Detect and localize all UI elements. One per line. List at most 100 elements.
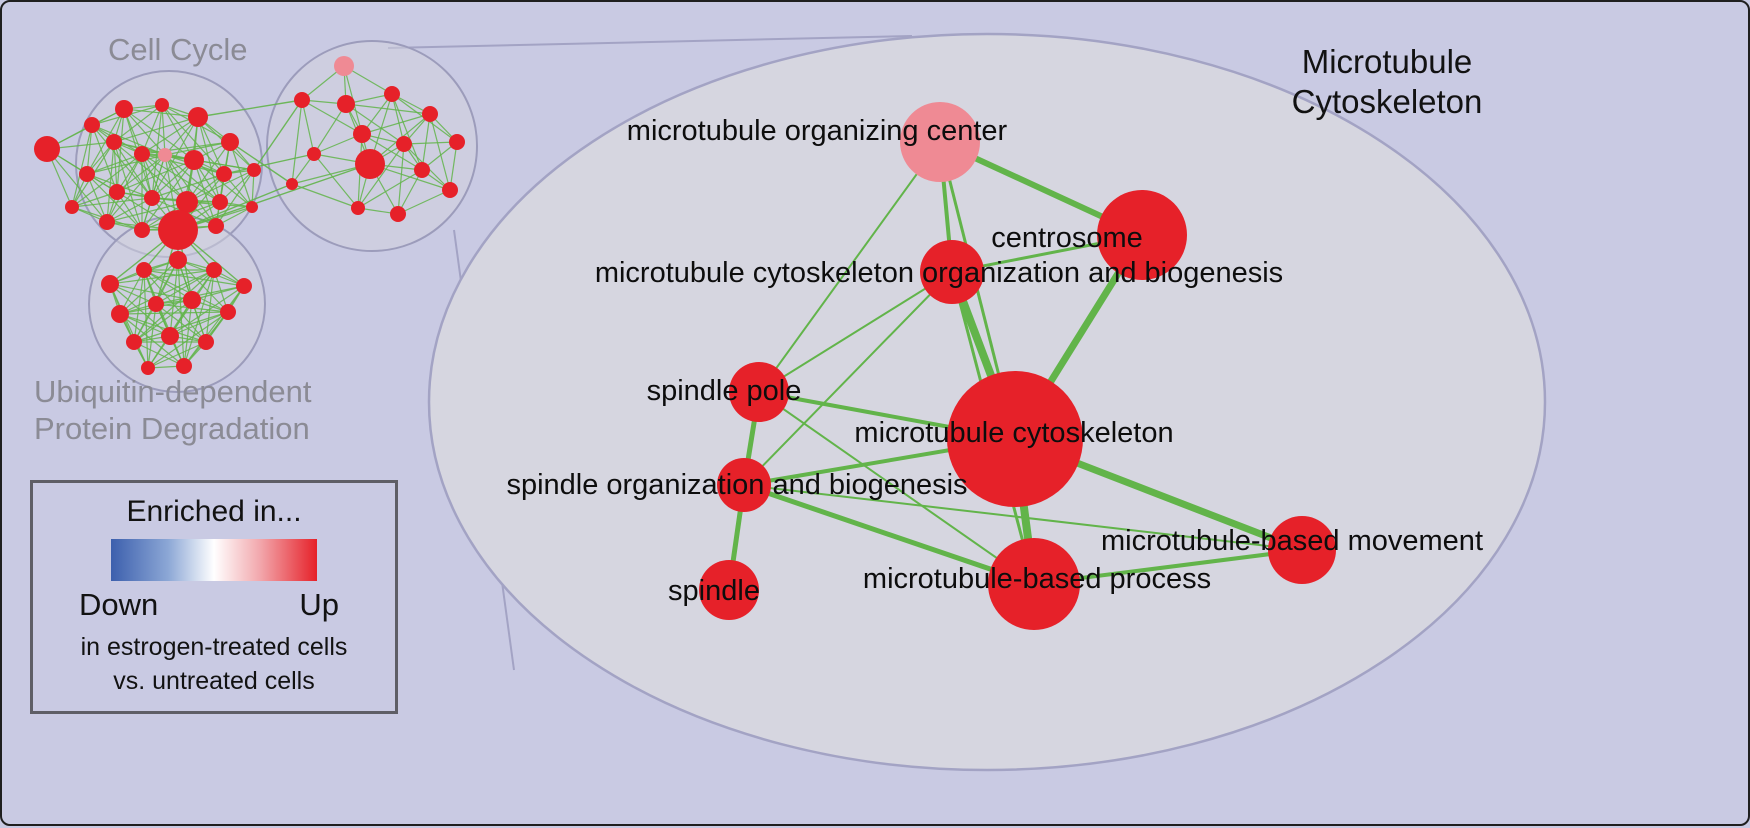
microtubule-label-line2: Cytoskeleton bbox=[1291, 83, 1483, 121]
overview-edge bbox=[71, 197, 153, 208]
node-microtubule-cytoskeleton-organization-and-biogenesis[interactable] bbox=[920, 240, 984, 304]
overview-node[interactable] bbox=[206, 262, 222, 278]
overview-node[interactable] bbox=[161, 327, 179, 345]
overview-node[interactable] bbox=[390, 206, 406, 222]
node-centrosome[interactable] bbox=[1097, 190, 1187, 280]
overview-node[interactable] bbox=[198, 334, 214, 350]
overview-node[interactable] bbox=[449, 134, 465, 150]
cluster-label-ubiquitin: Ubiquitin-dependent Protein Degradation bbox=[34, 374, 312, 447]
zoom-cone-line-1 bbox=[387, 35, 913, 49]
overview-node[interactable] bbox=[246, 201, 258, 213]
overview-node[interactable] bbox=[101, 275, 119, 293]
overview-node[interactable] bbox=[247, 163, 261, 177]
overview-edge bbox=[164, 154, 217, 227]
overview-edge bbox=[86, 153, 143, 175]
overview-node[interactable] bbox=[79, 166, 95, 182]
legend-down-label: Down bbox=[79, 587, 159, 622]
node-microtubule-based-process[interactable] bbox=[988, 538, 1080, 630]
overview-node[interactable] bbox=[286, 178, 298, 190]
overview-node[interactable] bbox=[111, 305, 129, 323]
overview-edge bbox=[361, 133, 423, 171]
legend-caption-line1: in estrogen-treated cells bbox=[80, 633, 348, 661]
edge-microtubule-organizing-center--spindle-pole bbox=[758, 141, 941, 393]
overview-edge bbox=[429, 113, 451, 191]
overview-node[interactable] bbox=[184, 150, 204, 170]
node-microtubule-organizing-center[interactable] bbox=[900, 102, 980, 182]
node-label-microtubule-cytoskeleton: microtubule cytoskeleton bbox=[854, 417, 1173, 449]
overview-node[interactable] bbox=[216, 166, 232, 182]
overview-node[interactable] bbox=[353, 125, 371, 143]
overview-node[interactable] bbox=[99, 214, 115, 230]
overview-node[interactable] bbox=[134, 222, 150, 238]
overview-node[interactable] bbox=[294, 92, 310, 108]
overview-edge bbox=[133, 299, 193, 343]
overview-node[interactable] bbox=[212, 194, 228, 210]
overview-edge bbox=[397, 169, 423, 215]
legend-axis-labels: Down Up bbox=[33, 581, 395, 623]
overview-node[interactable] bbox=[355, 149, 385, 179]
node-spindle-organization-and-biogenesis[interactable] bbox=[717, 458, 771, 512]
edge-microtubule-cytoskeleton-organization-and-biogenesis--spindle-organization-and-biogenesis bbox=[743, 271, 953, 486]
overview-edge bbox=[357, 169, 423, 209]
overview-bridge-edge bbox=[229, 141, 293, 185]
overview-node[interactable] bbox=[183, 291, 201, 309]
overview-bridge-edge bbox=[223, 153, 315, 175]
overview-node[interactable] bbox=[34, 136, 60, 162]
overview-edge bbox=[397, 143, 405, 215]
overview-node[interactable] bbox=[188, 107, 208, 127]
overview-node[interactable] bbox=[106, 134, 122, 150]
node-spindle-pole[interactable] bbox=[729, 362, 789, 422]
node-microtubule-cytoskeleton[interactable] bbox=[947, 371, 1083, 507]
overview-node[interactable] bbox=[208, 218, 224, 234]
overview-node[interactable] bbox=[351, 201, 365, 215]
overview-node[interactable] bbox=[115, 100, 133, 118]
overview-node[interactable] bbox=[221, 133, 239, 151]
legend-caption-line2: vs. untreated cells bbox=[113, 666, 315, 695]
overview-node[interactable] bbox=[141, 361, 155, 375]
overview-node[interactable] bbox=[126, 334, 142, 350]
overview-edge bbox=[161, 104, 166, 156]
overview-edge bbox=[119, 259, 179, 315]
overview-node[interactable] bbox=[158, 210, 198, 250]
overview-node[interactable] bbox=[414, 162, 430, 178]
overview-edge bbox=[123, 108, 166, 156]
overview-edge bbox=[106, 197, 153, 223]
overview-node[interactable] bbox=[422, 106, 438, 122]
overview-node[interactable] bbox=[158, 148, 172, 162]
overview-edge bbox=[86, 108, 125, 175]
overview-edge bbox=[193, 159, 217, 227]
cluster-label-cell-cycle: Cell Cycle bbox=[108, 32, 248, 67]
overview-bridge-edge bbox=[253, 99, 303, 171]
overview-node[interactable] bbox=[334, 56, 354, 76]
overview-node[interactable] bbox=[169, 251, 187, 269]
overview-node[interactable] bbox=[134, 146, 150, 162]
overview-edge bbox=[109, 269, 215, 285]
overview-edge bbox=[403, 141, 458, 145]
overview-node[interactable] bbox=[148, 296, 164, 312]
overview-node[interactable] bbox=[136, 262, 152, 278]
overview-node[interactable] bbox=[307, 147, 321, 161]
overview-node[interactable] bbox=[155, 98, 169, 112]
overview-node[interactable] bbox=[384, 86, 400, 102]
overview-node[interactable] bbox=[442, 182, 458, 198]
overview-edge bbox=[164, 154, 221, 203]
overview-edge bbox=[151, 173, 225, 199]
overview-edge bbox=[109, 283, 193, 301]
overview-edge bbox=[313, 103, 347, 155]
node-microtubule-based-movement[interactable] bbox=[1268, 516, 1336, 584]
overview-node[interactable] bbox=[396, 136, 412, 152]
overview-node[interactable] bbox=[84, 117, 100, 133]
overview-node[interactable] bbox=[109, 184, 125, 200]
overview-node[interactable] bbox=[176, 358, 192, 374]
overview-node[interactable] bbox=[236, 278, 252, 294]
overview-edge bbox=[397, 189, 451, 215]
overview-node[interactable] bbox=[144, 190, 160, 206]
zoom-nodes-group bbox=[699, 102, 1336, 630]
overview-edge bbox=[86, 154, 166, 175]
overview-node[interactable] bbox=[337, 95, 355, 113]
overview-node[interactable] bbox=[65, 200, 79, 214]
node-spindle[interactable] bbox=[699, 560, 759, 620]
overview-node[interactable] bbox=[176, 191, 198, 213]
overview-node[interactable] bbox=[220, 304, 236, 320]
